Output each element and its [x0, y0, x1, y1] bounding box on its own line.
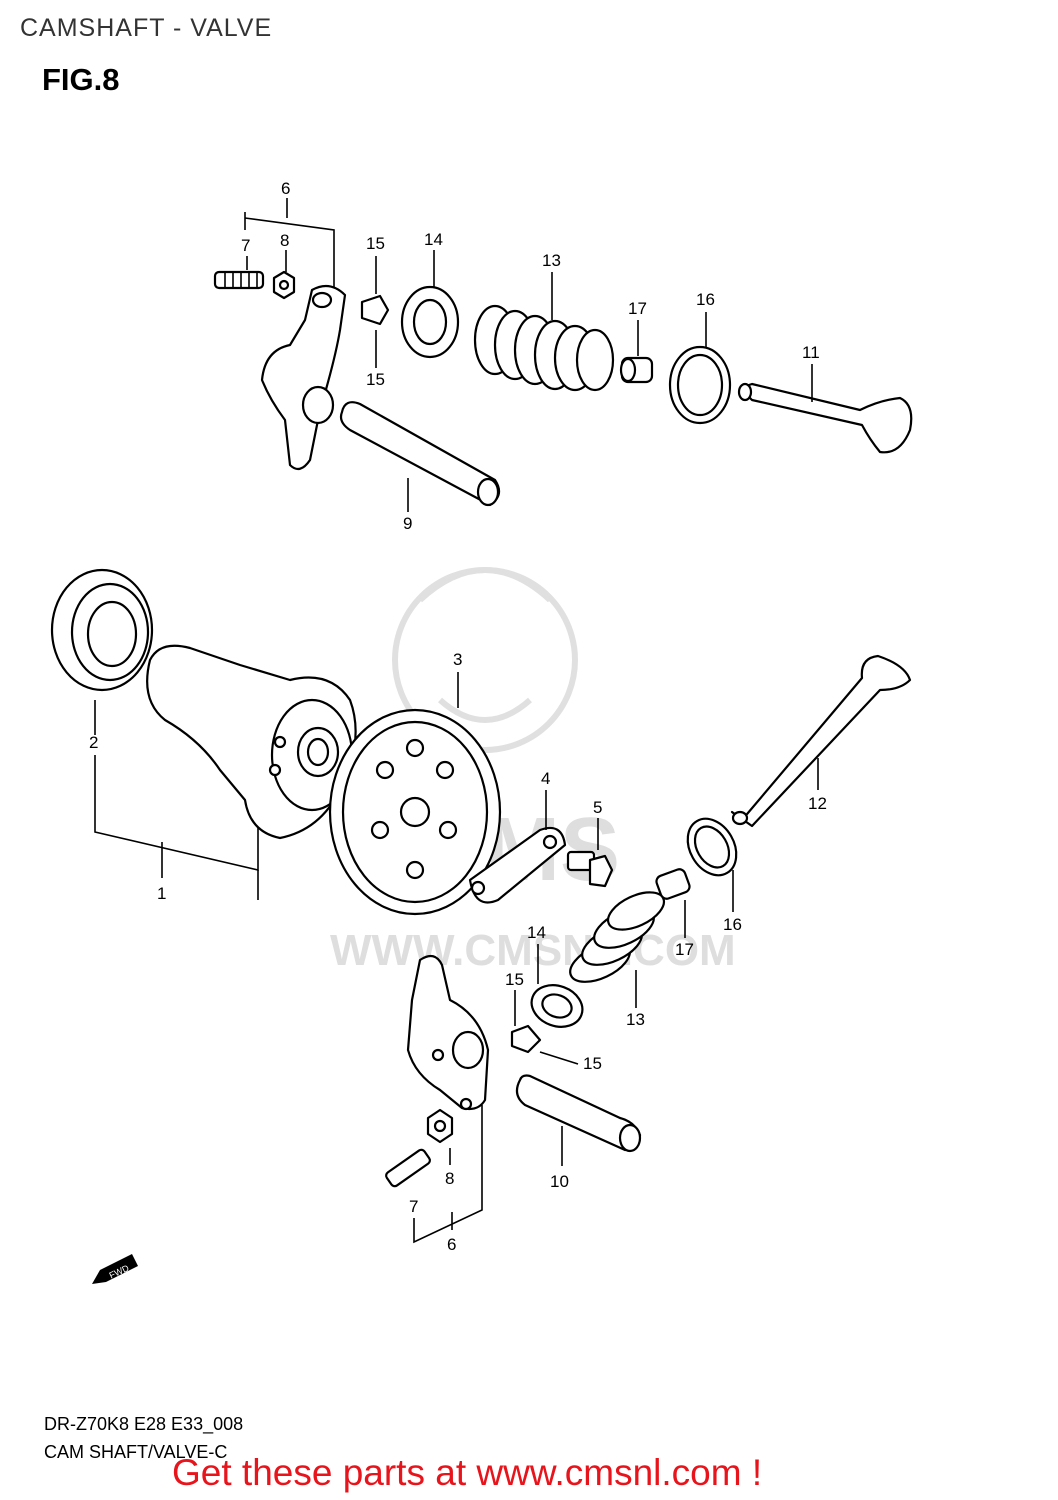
- callout-13-top: 13: [542, 251, 561, 270]
- lock-nut-bottom: [426, 1108, 454, 1144]
- callout-8-bottom: 8: [445, 1169, 454, 1188]
- callout-14-bottom: 14: [527, 923, 546, 942]
- sprocket-bolt: [566, 850, 614, 888]
- callout-15-top-a: 15: [366, 234, 385, 253]
- figure-label: FIG.8: [42, 62, 120, 97]
- spring-seat-top: [668, 345, 732, 425]
- camshaft-bearing: [50, 568, 154, 692]
- callout-8-top: 8: [280, 231, 289, 250]
- callout-16-top: 16: [696, 290, 715, 309]
- callout-3: 3: [453, 650, 462, 669]
- callout-13-bottom: 13: [626, 1010, 645, 1029]
- callout-16-bottom: 16: [723, 915, 742, 934]
- callout-6-top: 6: [281, 179, 290, 198]
- callout-17-top: 17: [628, 299, 647, 318]
- callout-7-top: 7: [241, 236, 250, 255]
- valve-spring-top: [473, 304, 615, 392]
- callout-11: 11: [802, 343, 820, 362]
- valve-stem-seal-top: [619, 356, 654, 384]
- rocker-shaft-bottom: [515, 1074, 642, 1153]
- callout-1: 1: [157, 884, 166, 903]
- callout-10: 10: [550, 1172, 569, 1191]
- watermark-url: WWW.CMSNL.COM: [330, 926, 736, 975]
- callout-5: 5: [593, 798, 602, 817]
- lock-nut-top: [272, 270, 296, 300]
- camshaft: [146, 644, 357, 840]
- diagram-caption: CAM SHAFT/VALVE-C: [44, 1442, 228, 1462]
- rocker-arm-top: [260, 284, 347, 471]
- adjust-screw-bottom: [385, 1148, 431, 1188]
- callout-2: 2: [89, 733, 98, 752]
- forward-arrow-icon: FWD: [92, 1254, 138, 1284]
- callout-15-top-b: 15: [366, 370, 385, 389]
- valve-spring-bottom: [569, 891, 666, 983]
- callout-15-bottom-b: 15: [583, 1054, 602, 1073]
- adjust-screw-top: [213, 270, 265, 290]
- rocker-shaft-top: [339, 401, 501, 507]
- page-title: CAMSHAFT - VALVE: [20, 14, 273, 42]
- valve-stem-seal-bottom: [655, 868, 691, 900]
- callout-17-bottom: 17: [675, 940, 694, 959]
- spring-retainer-bottom: [530, 984, 584, 1028]
- callout-4: 4: [541, 769, 550, 788]
- spring-retainer-top: [400, 285, 460, 359]
- spring-seat-bottom: [686, 817, 738, 877]
- cotter-top: [360, 294, 390, 326]
- callout-14-top: 14: [424, 230, 443, 249]
- callout-6-bottom: 6: [447, 1235, 456, 1254]
- cotter-bottom: [510, 1024, 542, 1054]
- callout-9: 9: [403, 514, 412, 533]
- sprocket-lock-plate: [468, 826, 567, 904]
- rocker-arm-bottom: [406, 954, 490, 1111]
- shop-link[interactable]: Get these parts at www.cmsnl.com !: [172, 1452, 763, 1493]
- callout-labels: 6 7 8 15 14 13 17 16 11 15 9 3 2 4 12 5 …: [89, 179, 827, 1254]
- exhaust-valve: [730, 654, 912, 828]
- callout-7-bottom: 7: [409, 1197, 418, 1216]
- cam-sprocket: [328, 708, 502, 916]
- callout-12: 12: [808, 794, 827, 813]
- diagram-code: DR-Z70K8 E28 E33_008: [44, 1414, 244, 1434]
- intake-valve: [737, 382, 913, 454]
- callout-15-bottom-a: 15: [505, 970, 524, 989]
